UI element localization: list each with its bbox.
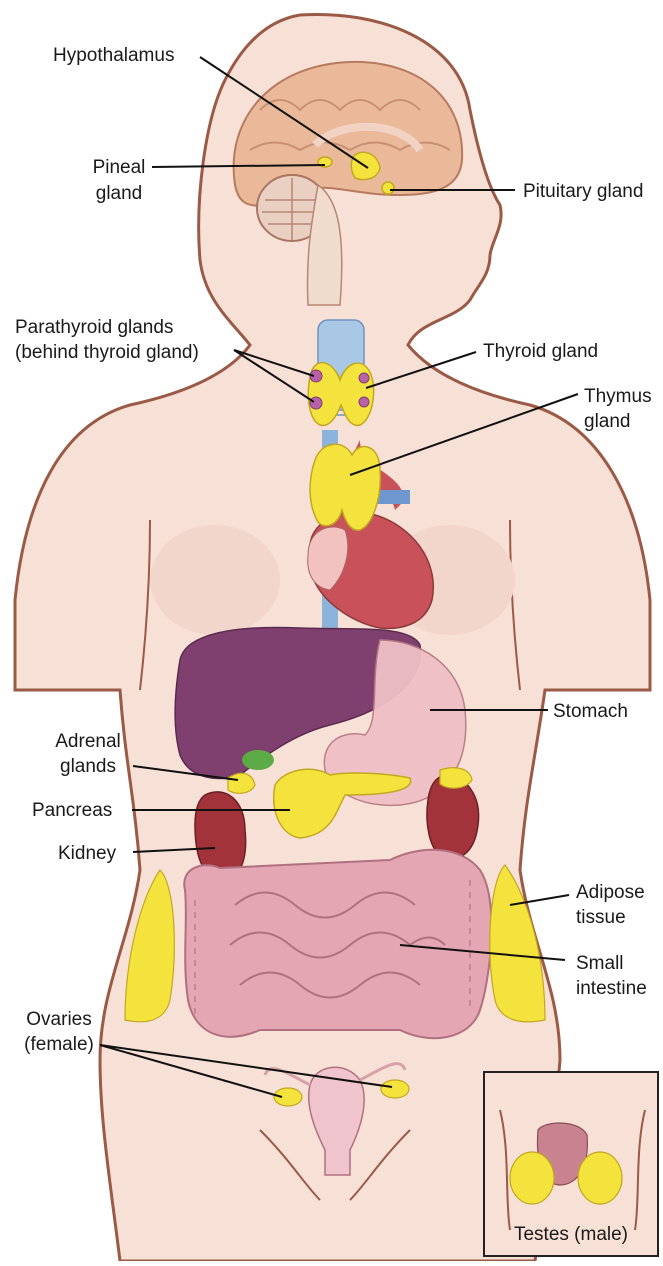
label-kidney: Kidney	[58, 843, 117, 864]
right-adrenal	[439, 767, 473, 789]
stomach-organ	[323, 639, 467, 807]
leader-adipose	[509, 894, 570, 906]
parathyroid-3	[358, 372, 370, 384]
parathyroid-2	[309, 396, 323, 410]
colon-haustra	[194, 880, 471, 1020]
label-adipose-line1: Adipose	[576, 882, 645, 903]
pancreas-organ	[273, 768, 412, 839]
uterus	[307, 1066, 365, 1176]
label-ovaries-line1: Ovaries	[26, 1009, 92, 1030]
small-intestine-organ	[229, 891, 446, 999]
gallbladder	[242, 750, 274, 770]
leader-small-intestine	[399, 944, 566, 961]
leader-thyroid	[365, 351, 477, 389]
right-ovary	[380, 1079, 410, 1099]
left-chest	[150, 525, 280, 635]
thymus-organ	[309, 443, 381, 531]
label-adrenal-line2: glands	[60, 756, 116, 777]
leader-hypothalamus	[199, 56, 369, 169]
leader-adrenal	[132, 765, 239, 781]
leader-kidney	[132, 847, 216, 853]
label-pancreas: Pancreas	[32, 800, 113, 821]
leader-parathyroid-a	[233, 349, 315, 377]
inset-thighs	[499, 1109, 646, 1231]
leader-ovary-a	[99, 1044, 283, 1098]
label-parathyroid-line2: (behind thyroid gland)	[15, 342, 199, 363]
label-pituitary: Pituitary gland	[523, 181, 644, 202]
left-ovary	[273, 1087, 303, 1107]
large-intestine	[183, 848, 493, 1040]
label-pineal-line1: Pineal	[92, 157, 146, 178]
label-testes: Testes (male)	[513, 1224, 629, 1245]
left-testis	[509, 1151, 555, 1205]
leader-parathyroid-b	[233, 349, 315, 403]
left-adrenal	[227, 772, 256, 794]
label-thymus-line1: Thymus	[584, 386, 652, 407]
label-thyroid: Thyroid gland	[483, 341, 599, 362]
pelvis-curve	[259, 1129, 411, 1201]
label-parathyroid-line1: Parathyroid glands	[15, 317, 174, 338]
label-adipose-line2: tissue	[576, 907, 626, 928]
liver-organ	[174, 626, 422, 780]
label-hypothalamus: Hypothalamus	[53, 45, 175, 66]
leader-lines	[99, 56, 579, 1098]
corpus-callosum	[312, 122, 424, 153]
label-stomach: Stomach	[553, 701, 628, 722]
pulmonary-vessel	[370, 490, 410, 504]
right-adipose	[489, 864, 546, 1023]
label-pineal-line2: gland	[95, 183, 143, 204]
heart-right-atrium	[307, 526, 349, 591]
cerebellum-folds	[262, 178, 322, 240]
right-testis	[577, 1151, 623, 1205]
label-adrenal-line1: Adrenal	[55, 731, 121, 752]
brainstem	[306, 183, 343, 306]
left-arm-line	[139, 519, 151, 691]
label-thymus-line2: gland	[584, 411, 631, 432]
label-small-intestine-line2: intestine	[576, 978, 647, 999]
parathyroid-4	[358, 396, 370, 408]
pituitary-organ	[381, 181, 395, 195]
label-ovaries-line2: (female)	[24, 1034, 94, 1055]
label-small-intestine-line1: Small	[576, 953, 624, 974]
thyroid-organ	[307, 361, 375, 427]
leader-pineal	[151, 164, 326, 168]
left-adipose	[124, 869, 175, 1023]
parathyroid-1	[309, 369, 323, 383]
leader-ovary-b	[99, 1044, 393, 1088]
leader-thymus	[349, 393, 579, 476]
